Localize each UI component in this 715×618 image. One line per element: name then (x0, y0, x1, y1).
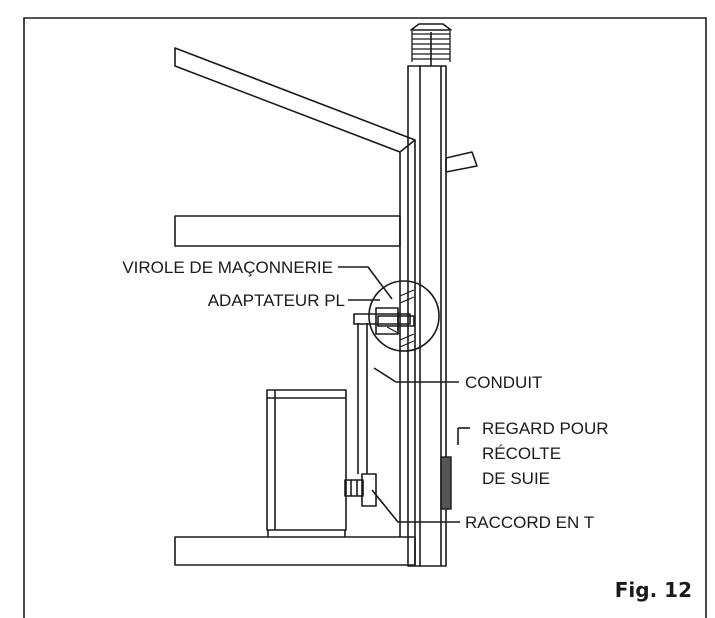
label-conduit: CONDUIT (465, 373, 542, 392)
roof-rafter (174, 47, 416, 153)
roof-flashing (445, 151, 478, 173)
stove (266, 389, 347, 537)
chimney-stack (407, 32, 447, 567)
label-cleanout-line1: REGARD POUR (482, 419, 609, 438)
page-frame (23, 17, 707, 618)
figure-label: Fig. 12 (615, 578, 692, 602)
label-masonry-ring: VIROLE DE MAÇONNERIE (122, 258, 333, 277)
chimney-cap (410, 23, 452, 31)
label-pl-adapter: ADAPTATEUR PL (208, 291, 345, 310)
masonry-wall (399, 140, 416, 565)
floor-slab (174, 536, 416, 566)
leader-tee (371, 489, 460, 523)
tee-fitting (344, 473, 377, 507)
leader-masonry-ring (338, 266, 393, 300)
label-cleanout-line2: RÉCOLTE (482, 444, 561, 463)
horizontal-flue-pipe (353, 307, 411, 335)
masonry-ring (386, 289, 415, 348)
chimney-cap-mesh (411, 31, 451, 62)
soot-cleanout-door (440, 456, 452, 510)
leader-conduit (373, 367, 459, 383)
label-tee: RACCORD EN T (465, 513, 594, 532)
pl-adapter (377, 312, 415, 330)
vertical-flue-pipe (357, 323, 368, 474)
ceiling-joist (174, 215, 401, 247)
label-cleanout-line3: DE SUIE (482, 469, 550, 488)
detail-callout-circle (368, 280, 440, 352)
